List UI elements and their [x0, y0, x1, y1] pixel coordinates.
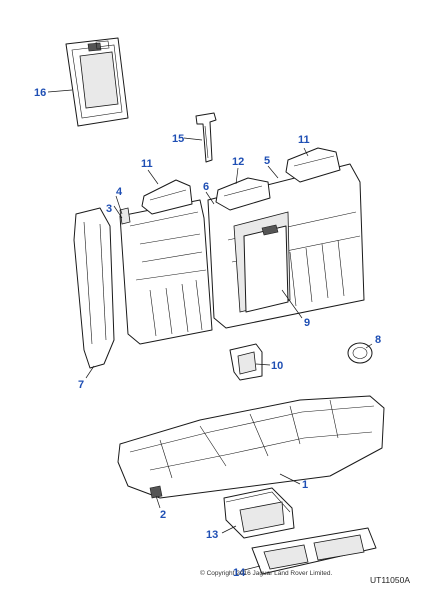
callout-8: 8 [375, 334, 381, 346]
callout-16: 16 [34, 87, 46, 99]
left-seat-back [119, 179, 213, 345]
part-13-module [223, 487, 295, 539]
callout-13: 13 [206, 529, 218, 541]
callout-7: 7 [78, 379, 84, 391]
copyright-notice: © Copyright 2016 Jaguar Land Rover Limit… [200, 569, 333, 577]
callout-5: 5 [264, 155, 270, 167]
callout-4: 4 [116, 186, 123, 198]
callout-2: 2 [160, 509, 166, 521]
callout-1: 1 [302, 479, 308, 491]
part-15-bracket [195, 112, 217, 163]
part-14-vent-frame [251, 527, 377, 575]
part-10-bracket [229, 343, 263, 381]
leader-lines [47, 89, 373, 571]
callout-12: 12 [232, 156, 244, 168]
callout-10: 10 [271, 360, 283, 372]
callout-6: 6 [203, 181, 209, 193]
callout-9: 9 [304, 317, 310, 329]
callout-11-right: 11 [298, 134, 310, 146]
diagram-code: UT11050A [370, 575, 410, 585]
part-16-panel [65, 37, 129, 127]
callout-3: 3 [106, 203, 112, 215]
callout-labels: 1 2 3 4 5 6 7 8 9 10 11 11 12 13 14 15 1… [34, 87, 381, 579]
part-1-seat-cushion [117, 395, 385, 499]
part-2-clip [149, 485, 163, 499]
part-7-side-bolster [73, 207, 115, 369]
callout-15: 15 [172, 133, 184, 145]
callout-11-left: 11 [141, 158, 153, 170]
callout-14: 14 [233, 567, 246, 579]
right-seat-back [207, 147, 365, 329]
